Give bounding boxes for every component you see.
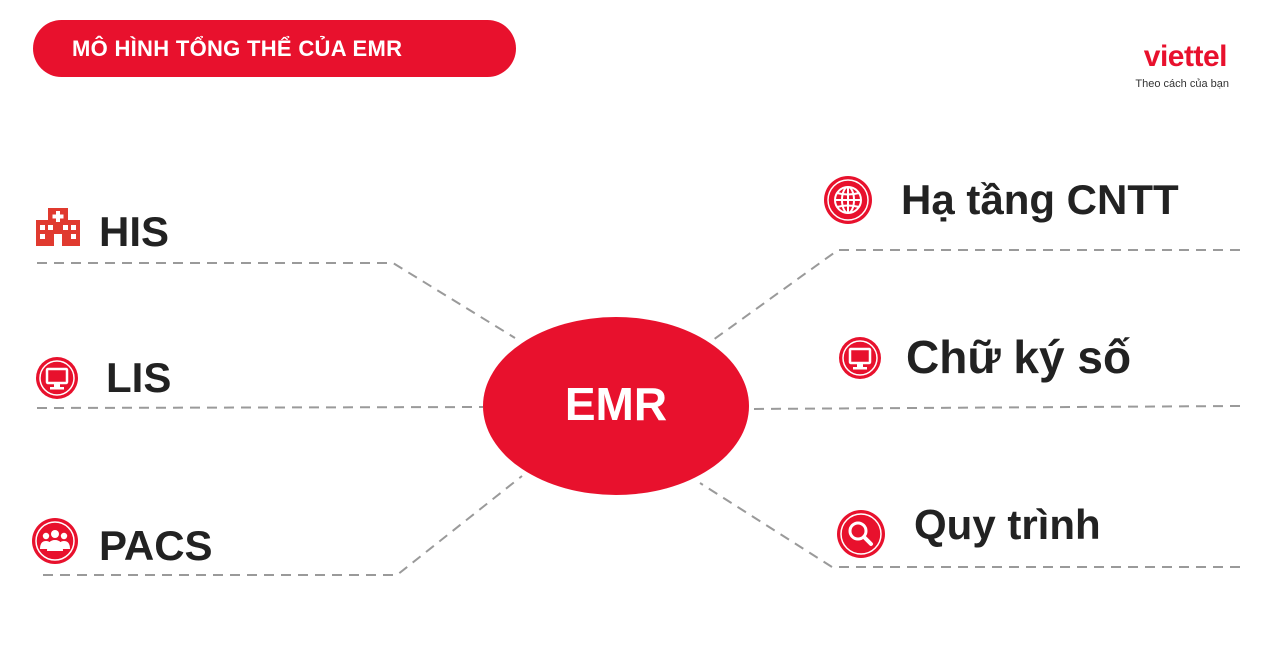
node-his-label: HIS xyxy=(99,208,170,255)
globe-icon xyxy=(824,176,872,224)
people-icon xyxy=(32,518,78,564)
monitor-icon xyxy=(36,357,78,399)
node-ha-tang-label: Hạ tầng CNTT xyxy=(901,176,1179,223)
node-lis-label: LIS xyxy=(106,354,172,401)
connector-chu-ky xyxy=(748,405,1241,410)
viettel-logo: viettel Theo cách của bạn xyxy=(1092,40,1237,98)
connector-ha-tang xyxy=(712,249,1240,341)
monitor-icon xyxy=(839,337,881,379)
connector-his xyxy=(37,262,516,339)
connector-lis xyxy=(36,406,484,409)
node-chu-ky-label: Chữ ký số xyxy=(906,331,1132,383)
page-title: MÔ HÌNH TỔNG THỂ CỦA EMR xyxy=(33,20,516,77)
logo-tagline: Theo cách của bạn xyxy=(1135,78,1229,90)
emr-label: EMR xyxy=(564,378,668,430)
emr-hub xyxy=(483,317,749,495)
node-quy-trinh-label: Quy trình xyxy=(914,501,1101,548)
logo-brand: viettel xyxy=(1143,40,1228,73)
connector-quy-trinh xyxy=(699,482,1240,568)
hospital-icon xyxy=(36,208,80,246)
search-icon xyxy=(837,510,885,558)
connector-pacs xyxy=(43,475,523,576)
node-pacs-label: PACS xyxy=(99,522,213,569)
